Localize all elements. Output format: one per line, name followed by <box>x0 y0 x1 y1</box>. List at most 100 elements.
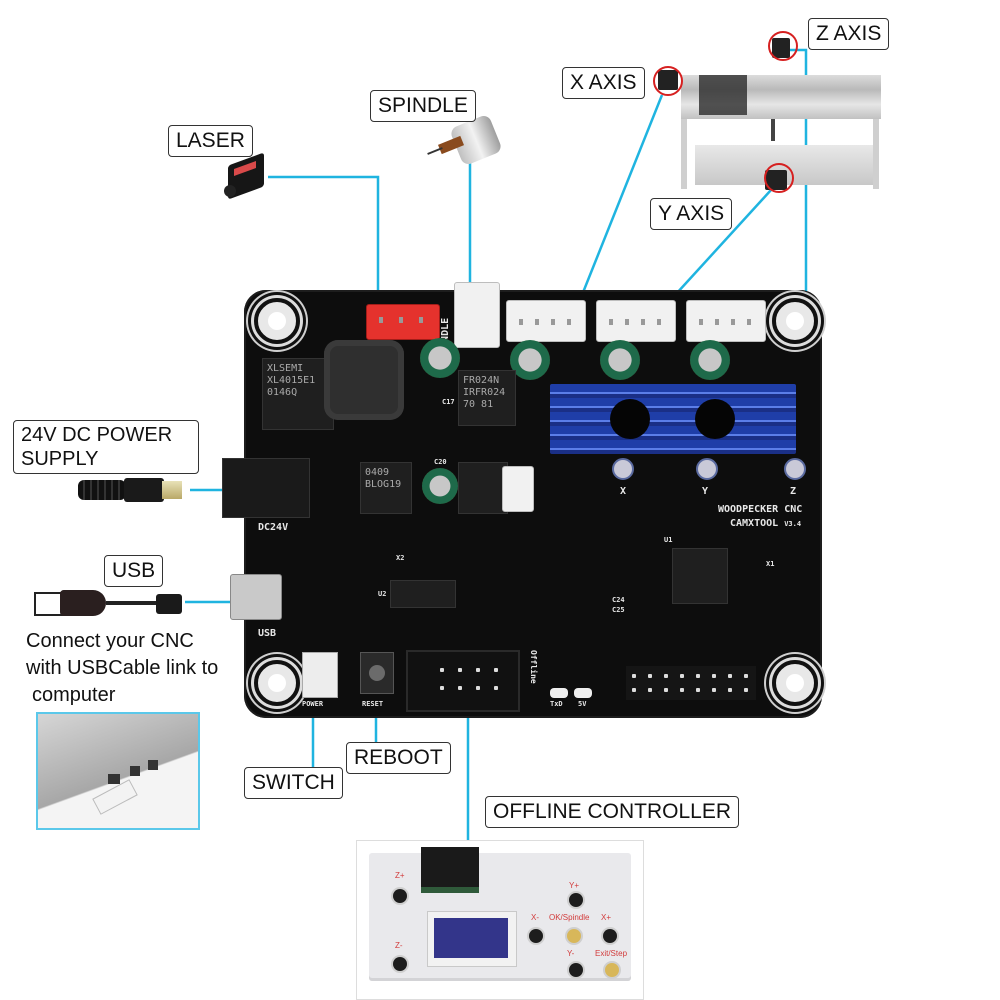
spindle-connector[interactable] <box>454 282 500 348</box>
offline-header[interactable] <box>406 650 520 712</box>
button-y-plus[interactable] <box>569 893 583 907</box>
silk-y: Y <box>702 486 709 497</box>
reset-button[interactable] <box>360 652 394 694</box>
io-pin-header[interactable] <box>626 666 756 700</box>
button-x-plus[interactable] <box>603 929 617 943</box>
silk-z: Z <box>790 486 797 497</box>
usb-caption-line-2: with USBCable link to <box>26 657 219 679</box>
mount-hole-bottom-left <box>254 660 300 706</box>
trimpot-x[interactable] <box>612 458 634 480</box>
usb-port[interactable] <box>230 574 282 620</box>
laser-label: LASER <box>168 125 253 157</box>
brand-camxtool: CAMXTOOL <box>730 518 779 529</box>
reboot-label: REBOOT <box>346 742 451 774</box>
silk-txd: TxD <box>550 700 563 708</box>
mount-hole-top-left <box>254 298 300 344</box>
button-z-minus[interactable] <box>393 957 407 971</box>
switch-label: SWITCH <box>244 767 343 799</box>
y-axis-connector[interactable] <box>596 300 676 342</box>
heatsink-knob-2 <box>695 399 735 439</box>
power-supply-label: 24V DC POWER SUPPLY <box>13 420 199 474</box>
capacitor-2 <box>510 340 550 380</box>
mount-hole-top-right <box>772 298 818 344</box>
x-axis-motor <box>658 70 678 90</box>
usb-cable-image <box>34 586 186 620</box>
silk-x1: X1 <box>766 560 775 568</box>
silk-dc24v: DC24V <box>258 522 289 533</box>
silk-c25: C25 <box>612 606 625 614</box>
x-axis-label: X AXIS <box>562 67 645 99</box>
mosfet-line-3: 70 81 <box>463 399 494 410</box>
offline-controller-body: Z+ Z- Y+ X- OK/Spindle X+ Y- Exit/Step <box>369 847 631 981</box>
silk-offline: Offline <box>529 650 538 684</box>
controller-header-socket <box>421 847 479 893</box>
z-axis-label: Z AXIS <box>808 18 890 50</box>
capacitor-5 <box>422 468 458 504</box>
label-exit-step: Exit/Step <box>595 949 628 958</box>
lcd-screen <box>434 918 508 958</box>
laptop-usb-image <box>36 712 200 830</box>
controller-lcd <box>427 911 517 967</box>
capacitor-4 <box>690 340 730 380</box>
inductor <box>324 340 404 420</box>
laser-module-image <box>222 152 270 203</box>
button-x-minus[interactable] <box>529 929 543 943</box>
usb-caption: Connect your CNC with USBCable link to c… <box>26 628 218 709</box>
button-exit-step[interactable] <box>605 963 619 977</box>
z-axis-motor <box>772 38 790 58</box>
spindle-motor-image <box>425 113 503 170</box>
controller-board: SPINDLE XLSEMI XL4015E1 0146Q FR024N IRF… <box>222 282 822 718</box>
usb-caption-line-1: Connect your CNC <box>26 630 194 652</box>
led-5v <box>574 688 592 698</box>
power-switch-connector[interactable] <box>302 652 338 698</box>
board-version: V3.4 <box>784 520 802 528</box>
silk-c17: C17 <box>442 398 455 406</box>
x-axis-connector[interactable] <box>506 300 586 342</box>
laser-connector[interactable] <box>366 304 440 340</box>
label-x-plus: X+ <box>601 913 612 922</box>
capacitor-3 <box>600 340 640 380</box>
regulator-line-2: XL4015E1 <box>267 375 316 386</box>
button-y-minus[interactable] <box>569 963 583 977</box>
trimpot-y[interactable] <box>696 458 718 480</box>
cnc-machine-image <box>655 35 900 190</box>
aux-connector <box>502 466 534 512</box>
z-axis-connector[interactable] <box>686 300 766 342</box>
offline-controller: Z+ Z- Y+ X- OK/Spindle X+ Y- Exit/Step <box>356 840 644 1000</box>
dc-plug-image <box>78 476 184 504</box>
silk-c24: C24 <box>612 596 625 604</box>
silk-u1: U1 <box>664 536 673 544</box>
spindle-label: SPINDLE <box>370 90 476 122</box>
y-axis-label: Y AXIS <box>650 198 733 230</box>
regulator-line-1: XLSEMI <box>267 363 304 374</box>
mount-hole-bottom-right <box>772 660 818 706</box>
dc-jack[interactable] <box>222 458 310 518</box>
usb-label: USB <box>104 555 164 587</box>
brand-line-1: WOODPECKER CNC <box>718 504 803 515</box>
driver-line-2: BLOG19 <box>365 479 402 490</box>
silk-usb: USB <box>258 628 277 639</box>
driver-chip: 0409 BLOG19 <box>360 462 412 514</box>
label-x-minus: X- <box>531 913 539 922</box>
mosfet-line-2: IRFR024 <box>463 387 506 398</box>
silk-u2: U2 <box>378 590 387 598</box>
driver-line-1: 0409 <box>365 467 390 478</box>
ic-u2 <box>390 580 456 608</box>
capacitor-1 <box>420 338 460 378</box>
mosfet-line-1: FR024N <box>463 375 500 386</box>
silk-reset: RESET <box>362 700 384 708</box>
silk-x2: X2 <box>396 554 405 562</box>
mosfet-chip: FR024N IRFR024 70 81 <box>458 370 516 426</box>
silk-x: X <box>620 486 627 497</box>
offline-controller-label: OFFLINE CONTROLLER <box>485 796 740 828</box>
mcu-chip <box>672 548 728 604</box>
silk-power: POWER <box>302 700 324 708</box>
label-z-plus: Z+ <box>395 871 405 880</box>
button-ok-spindle[interactable] <box>567 929 581 943</box>
label-ok-spindle: OK/Spindle <box>549 913 590 922</box>
usb-caption-line-3: computer <box>32 684 116 706</box>
silk-5v: 5V <box>578 700 587 708</box>
silk-c20: C20 <box>434 458 447 466</box>
button-z-plus[interactable] <box>393 889 407 903</box>
trimpot-z[interactable] <box>784 458 806 480</box>
